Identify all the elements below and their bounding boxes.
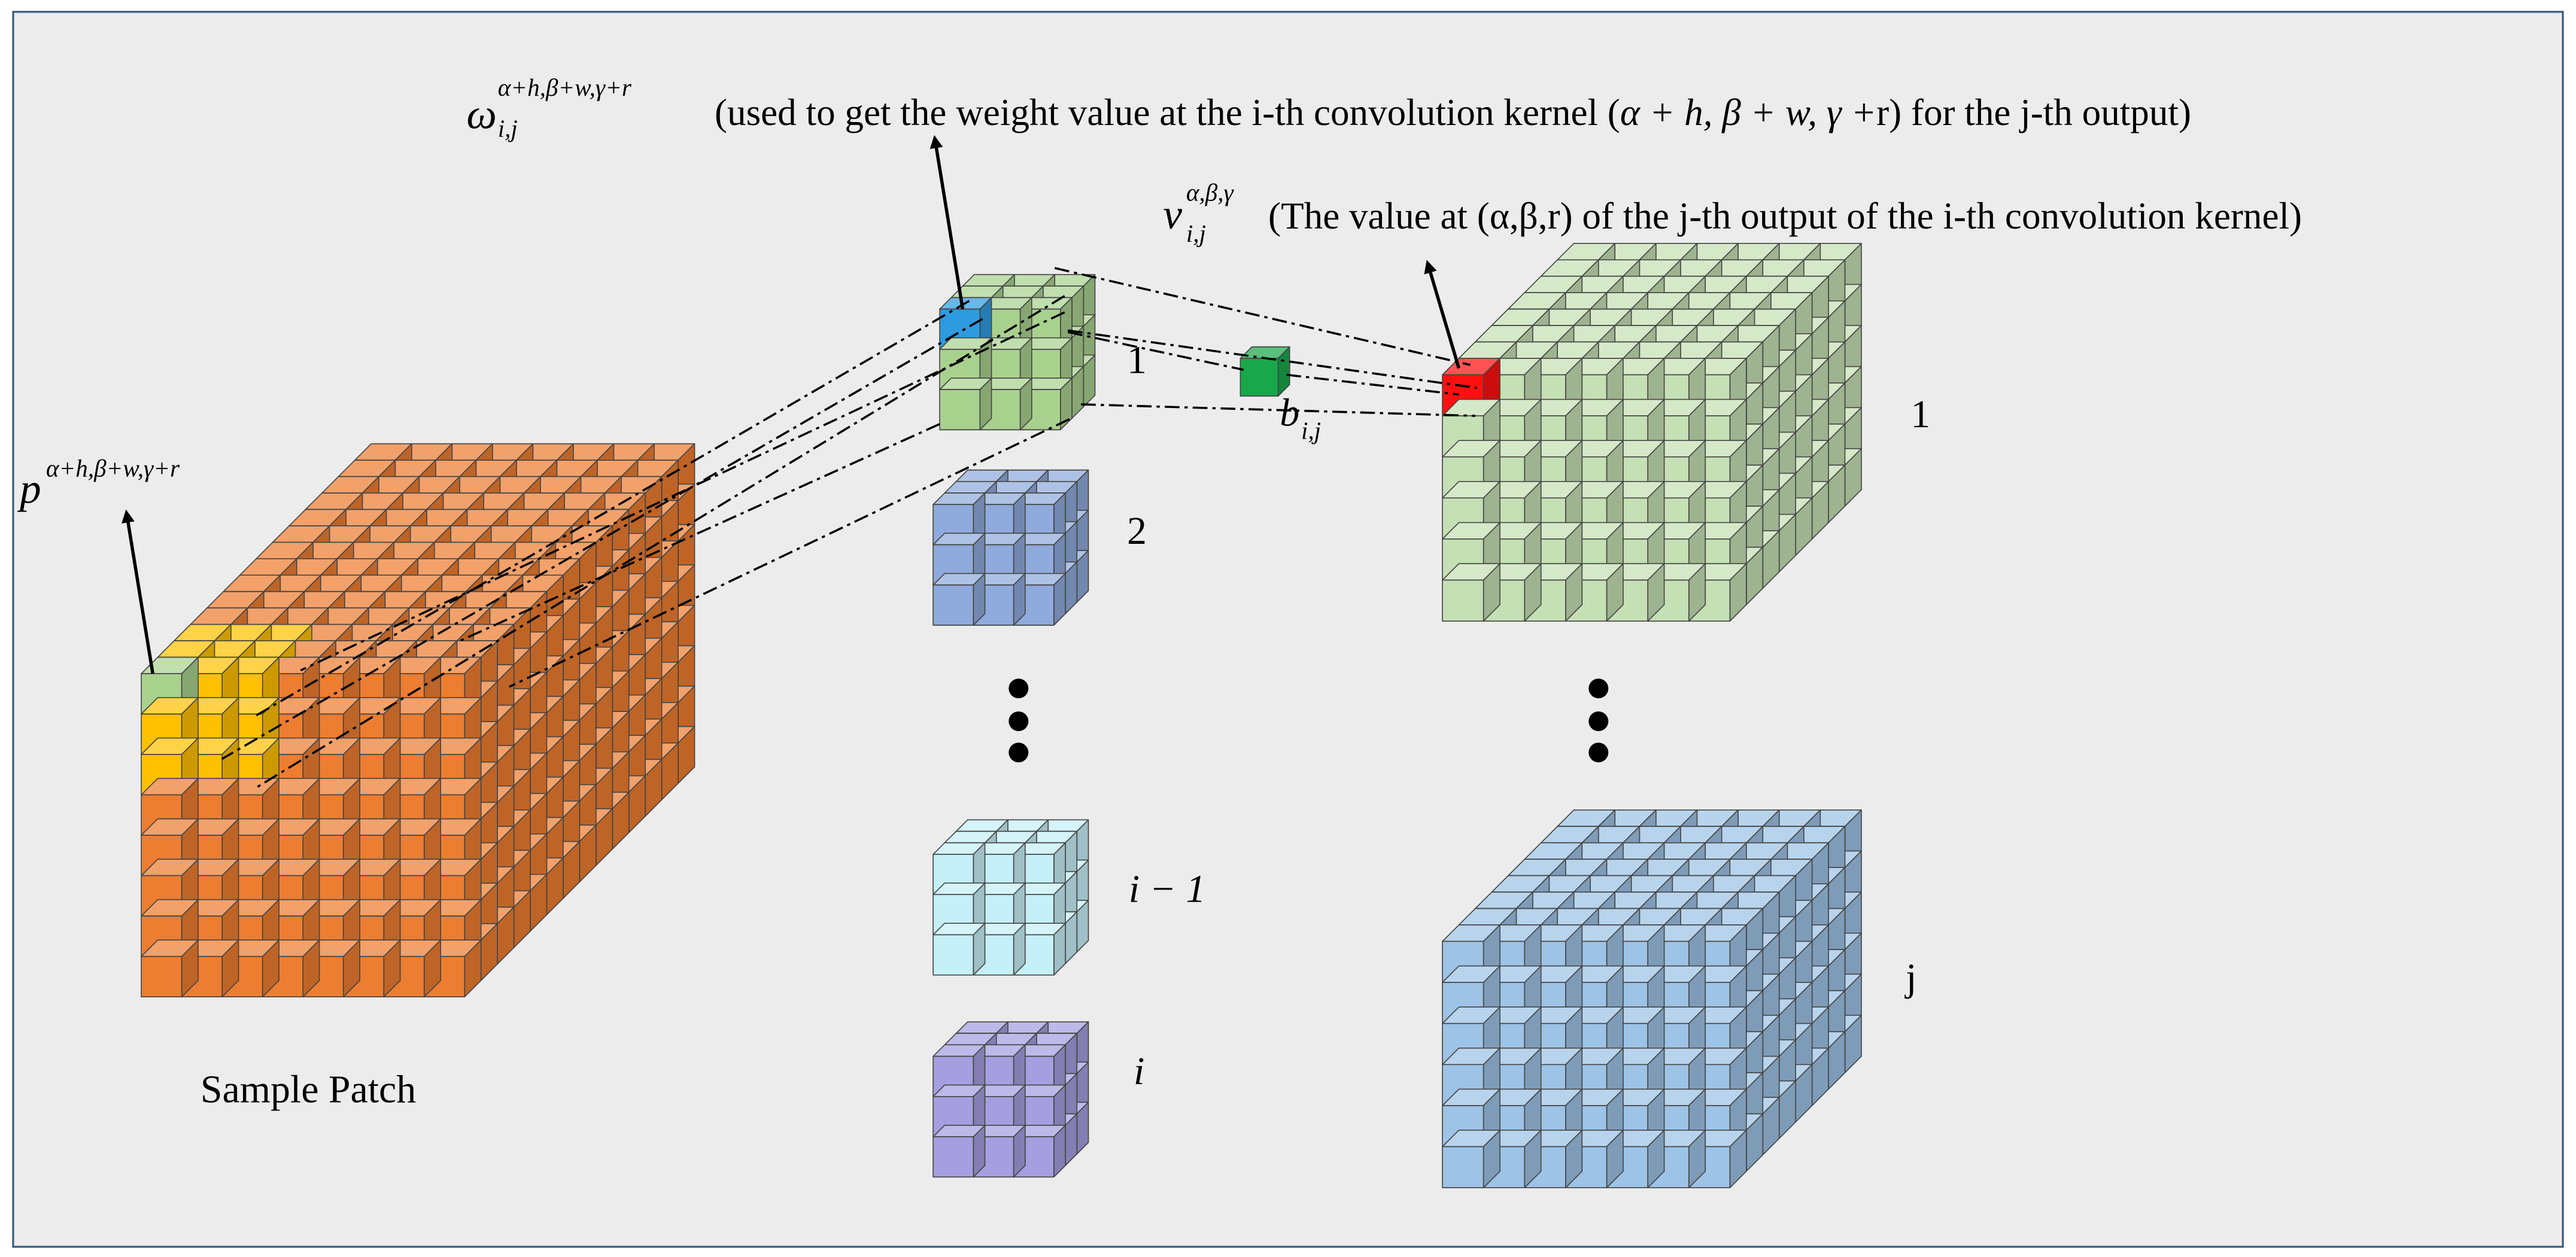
kernel-i-block [932,1021,1089,1178]
cube-front-face [932,934,974,976]
voxel-cube [939,378,992,431]
voxel-cube [932,573,986,626]
cube-front-face [141,955,183,998]
sample-patch-block [141,443,695,998]
cube-front-face [939,389,981,431]
voxel-cube [932,923,986,976]
kernel-i-minus-1-block [932,819,1089,976]
voxel-cube [141,939,199,998]
cube-layer [141,242,1862,1188]
cube-front-face [932,584,974,626]
kernel-2-block [932,469,1089,626]
kernel-1-block [939,274,1096,431]
cube-front-face [932,1136,974,1178]
voxel-cube [932,1125,986,1178]
